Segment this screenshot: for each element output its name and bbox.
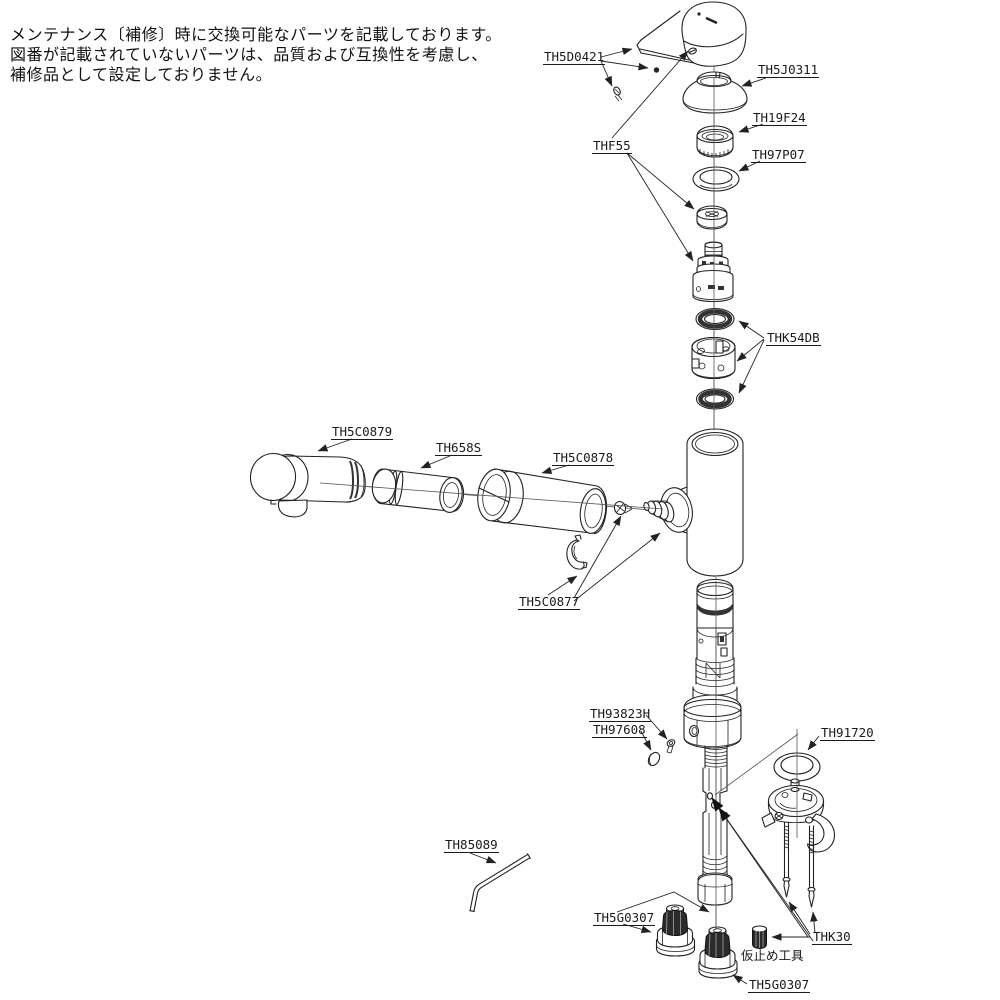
temp-fixing-tool — [751, 925, 768, 950]
valve-cap-disc — [696, 205, 728, 230]
part-label-th19f24: TH19F24 — [752, 110, 807, 126]
maintenance-note-line2: 図番が記載されていないパーツは、品質および互換性を考慮し、 — [10, 47, 488, 64]
maintenance-note-line1: メンテナンス〔補修〕時に交換可能なパーツを記載しております。 — [10, 27, 502, 44]
part-label-th93823h: TH93823H — [589, 706, 652, 722]
spout-inner-pipe — [371, 468, 465, 513]
temp-tool-note-label: 仮止め工具 — [741, 949, 804, 963]
part-label-th5c0877: TH5C0877 — [518, 594, 581, 610]
maintenance-note: メンテナンス〔補修〕時に交換可能なパーツを記載しております。 図番が記載されてい… — [10, 26, 502, 86]
hex-wrench — [469, 853, 531, 912]
part-label-thk54db: THK54DB — [766, 330, 821, 346]
retainer-clip — [566, 534, 588, 570]
spout-outer-pipe — [477, 468, 608, 535]
part-label-th5c0879: TH5C0879 — [331, 424, 394, 440]
center-axes-over — [319, 77, 799, 930]
leader-lines — [317, 47, 820, 985]
packing-washer — [692, 166, 740, 192]
part-label-th91720: TH91720 — [820, 725, 875, 741]
part-label-th658s: TH658S — [435, 440, 483, 456]
mounting-bracket — [761, 778, 836, 908]
cartridge — [692, 241, 734, 303]
part-label-th5g0307-upper: TH5G0307 — [593, 910, 656, 926]
faucet-body — [660, 428, 744, 577]
spacer-ring — [691, 336, 736, 380]
body-set-screw — [666, 739, 676, 754]
handle-set-screw — [613, 86, 623, 102]
part-label-th97608: TH97608 — [592, 722, 647, 738]
part-label-thf55: THF55 — [592, 138, 632, 154]
plug-cap — [647, 751, 661, 767]
maintenance-note-line3: 補修品として設定しておりません。 — [10, 67, 273, 84]
bonnet-ring-nut — [696, 125, 734, 158]
o-ring-lower — [695, 388, 735, 410]
o-ring-upper — [695, 307, 735, 331]
part-label-th5g0307-lower: TH5G0307 — [748, 977, 811, 993]
part-label-th5j0311: TH5J0311 — [757, 62, 820, 78]
spout-head — [249, 452, 366, 518]
mounting-bolts — [782, 821, 816, 908]
check-valve-center — [698, 926, 738, 979]
handle-lever — [636, 1, 747, 67]
part-label-th5d0421: TH5D0421 — [543, 49, 606, 65]
spout-joint-parts — [613, 500, 675, 523]
screw-point-dot — [653, 67, 660, 73]
cap-dome — [682, 71, 748, 114]
part-label-th5c0878: TH5C0878 — [552, 450, 615, 466]
part-label-th97p07: TH97P07 — [751, 147, 806, 163]
check-valve-left — [655, 904, 696, 957]
part-label-thk30: THK30 — [812, 929, 852, 945]
valve-shaft — [683, 578, 742, 906]
part-label-th85089: TH85089 — [444, 837, 499, 853]
